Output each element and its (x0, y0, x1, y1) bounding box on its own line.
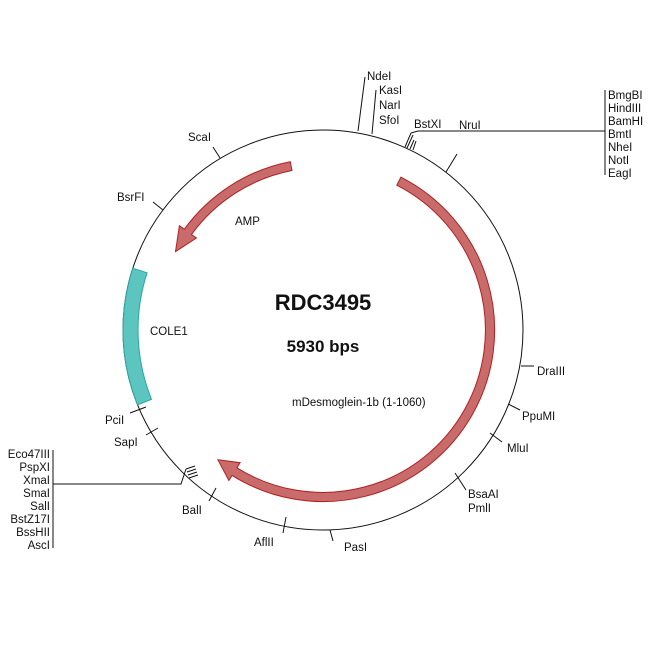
feature-label-amp: AMP (235, 216, 260, 228)
svg-text:NdeI: NdeI (367, 71, 391, 83)
svg-text:BmgBI: BmgBI (608, 90, 643, 102)
feature-label-mdesmoglein: mDesmoglein-1b (1-1060) (292, 397, 426, 409)
svg-text:PasI: PasI (344, 542, 367, 554)
svg-text:NotI: NotI (608, 155, 629, 167)
svg-text:BssHII: BssHII (16, 527, 50, 539)
svg-text:PmlI: PmlI (468, 503, 491, 515)
site-scai: ScaI (188, 132, 221, 159)
svg-text:AscI: AscI (28, 540, 50, 552)
svg-text:BstZ17I: BstZ17I (10, 514, 50, 526)
mdesmoglein-feature-arrow[interactable] (217, 176, 496, 503)
svg-text:NarI: NarI (379, 100, 401, 112)
site-group-ndei: NdeI KasI NarI SfoI (357, 71, 402, 135)
svg-text:BsaAI: BsaAI (468, 489, 499, 501)
svg-text:PciI: PciI (105, 415, 124, 427)
svg-text:BamHI: BamHI (608, 116, 643, 128)
svg-text:PspXI: PspXI (19, 462, 50, 474)
site-ppumi: PpuMI (507, 403, 555, 423)
svg-text:SalI: SalI (30, 501, 50, 513)
plasmid-size: 5930 bps (287, 337, 360, 356)
svg-text:NruI: NruI (459, 120, 481, 132)
site-bali: BalI (182, 487, 217, 517)
site-draiii: DraIII (521, 365, 565, 378)
svg-text:DraIII: DraIII (537, 366, 565, 378)
amp-feature-arrow[interactable] (174, 161, 293, 253)
svg-text:ScaI: ScaI (188, 132, 211, 144)
plasmid-name: RDC3495 (275, 290, 372, 315)
site-group-bsaai: BsaAI PmlI (454, 472, 499, 515)
svg-text:EagI: EagI (608, 168, 632, 180)
site-pasi: PasI (329, 529, 367, 554)
svg-text:XmaI: XmaI (23, 475, 50, 487)
svg-text:SmaI: SmaI (23, 488, 50, 500)
svg-text:KasI: KasI (379, 85, 402, 97)
site-mlui: MluI (489, 432, 529, 455)
svg-text:PpuMI: PpuMI (522, 411, 555, 423)
feature-label-cole1: COLE1 (150, 326, 188, 338)
svg-text:NheI: NheI (608, 142, 632, 154)
site-bsrfi: BsrFI (117, 192, 164, 211)
site-sapi: SapI (114, 427, 159, 449)
svg-text:Eco47III: Eco47III (8, 449, 50, 461)
svg-text:BalI: BalI (182, 505, 202, 517)
site-pcii: PciI (105, 406, 147, 427)
svg-text:SapI: SapI (114, 437, 138, 449)
site-nrui: NruI (445, 120, 481, 173)
site-aflii: AflII (254, 516, 287, 549)
svg-text:SfoI: SfoI (379, 115, 399, 127)
site-group-mcs1: BstXI BmgBI HindIII BamHI BmtI NheI NotI… (404, 90, 643, 180)
svg-text:HindIII: HindIII (608, 103, 641, 115)
site-group-mcs2: Eco47III PspXI XmaI SmaI SalI BstZ17I Bs… (8, 449, 199, 552)
svg-text:BstXI: BstXI (414, 119, 441, 131)
svg-text:MluI: MluI (507, 443, 529, 455)
svg-text:BmtI: BmtI (608, 129, 632, 141)
cole1-origin-band[interactable] (122, 267, 153, 406)
svg-text:BsrFI: BsrFI (117, 192, 144, 204)
svg-text:AflII: AflII (254, 537, 274, 549)
